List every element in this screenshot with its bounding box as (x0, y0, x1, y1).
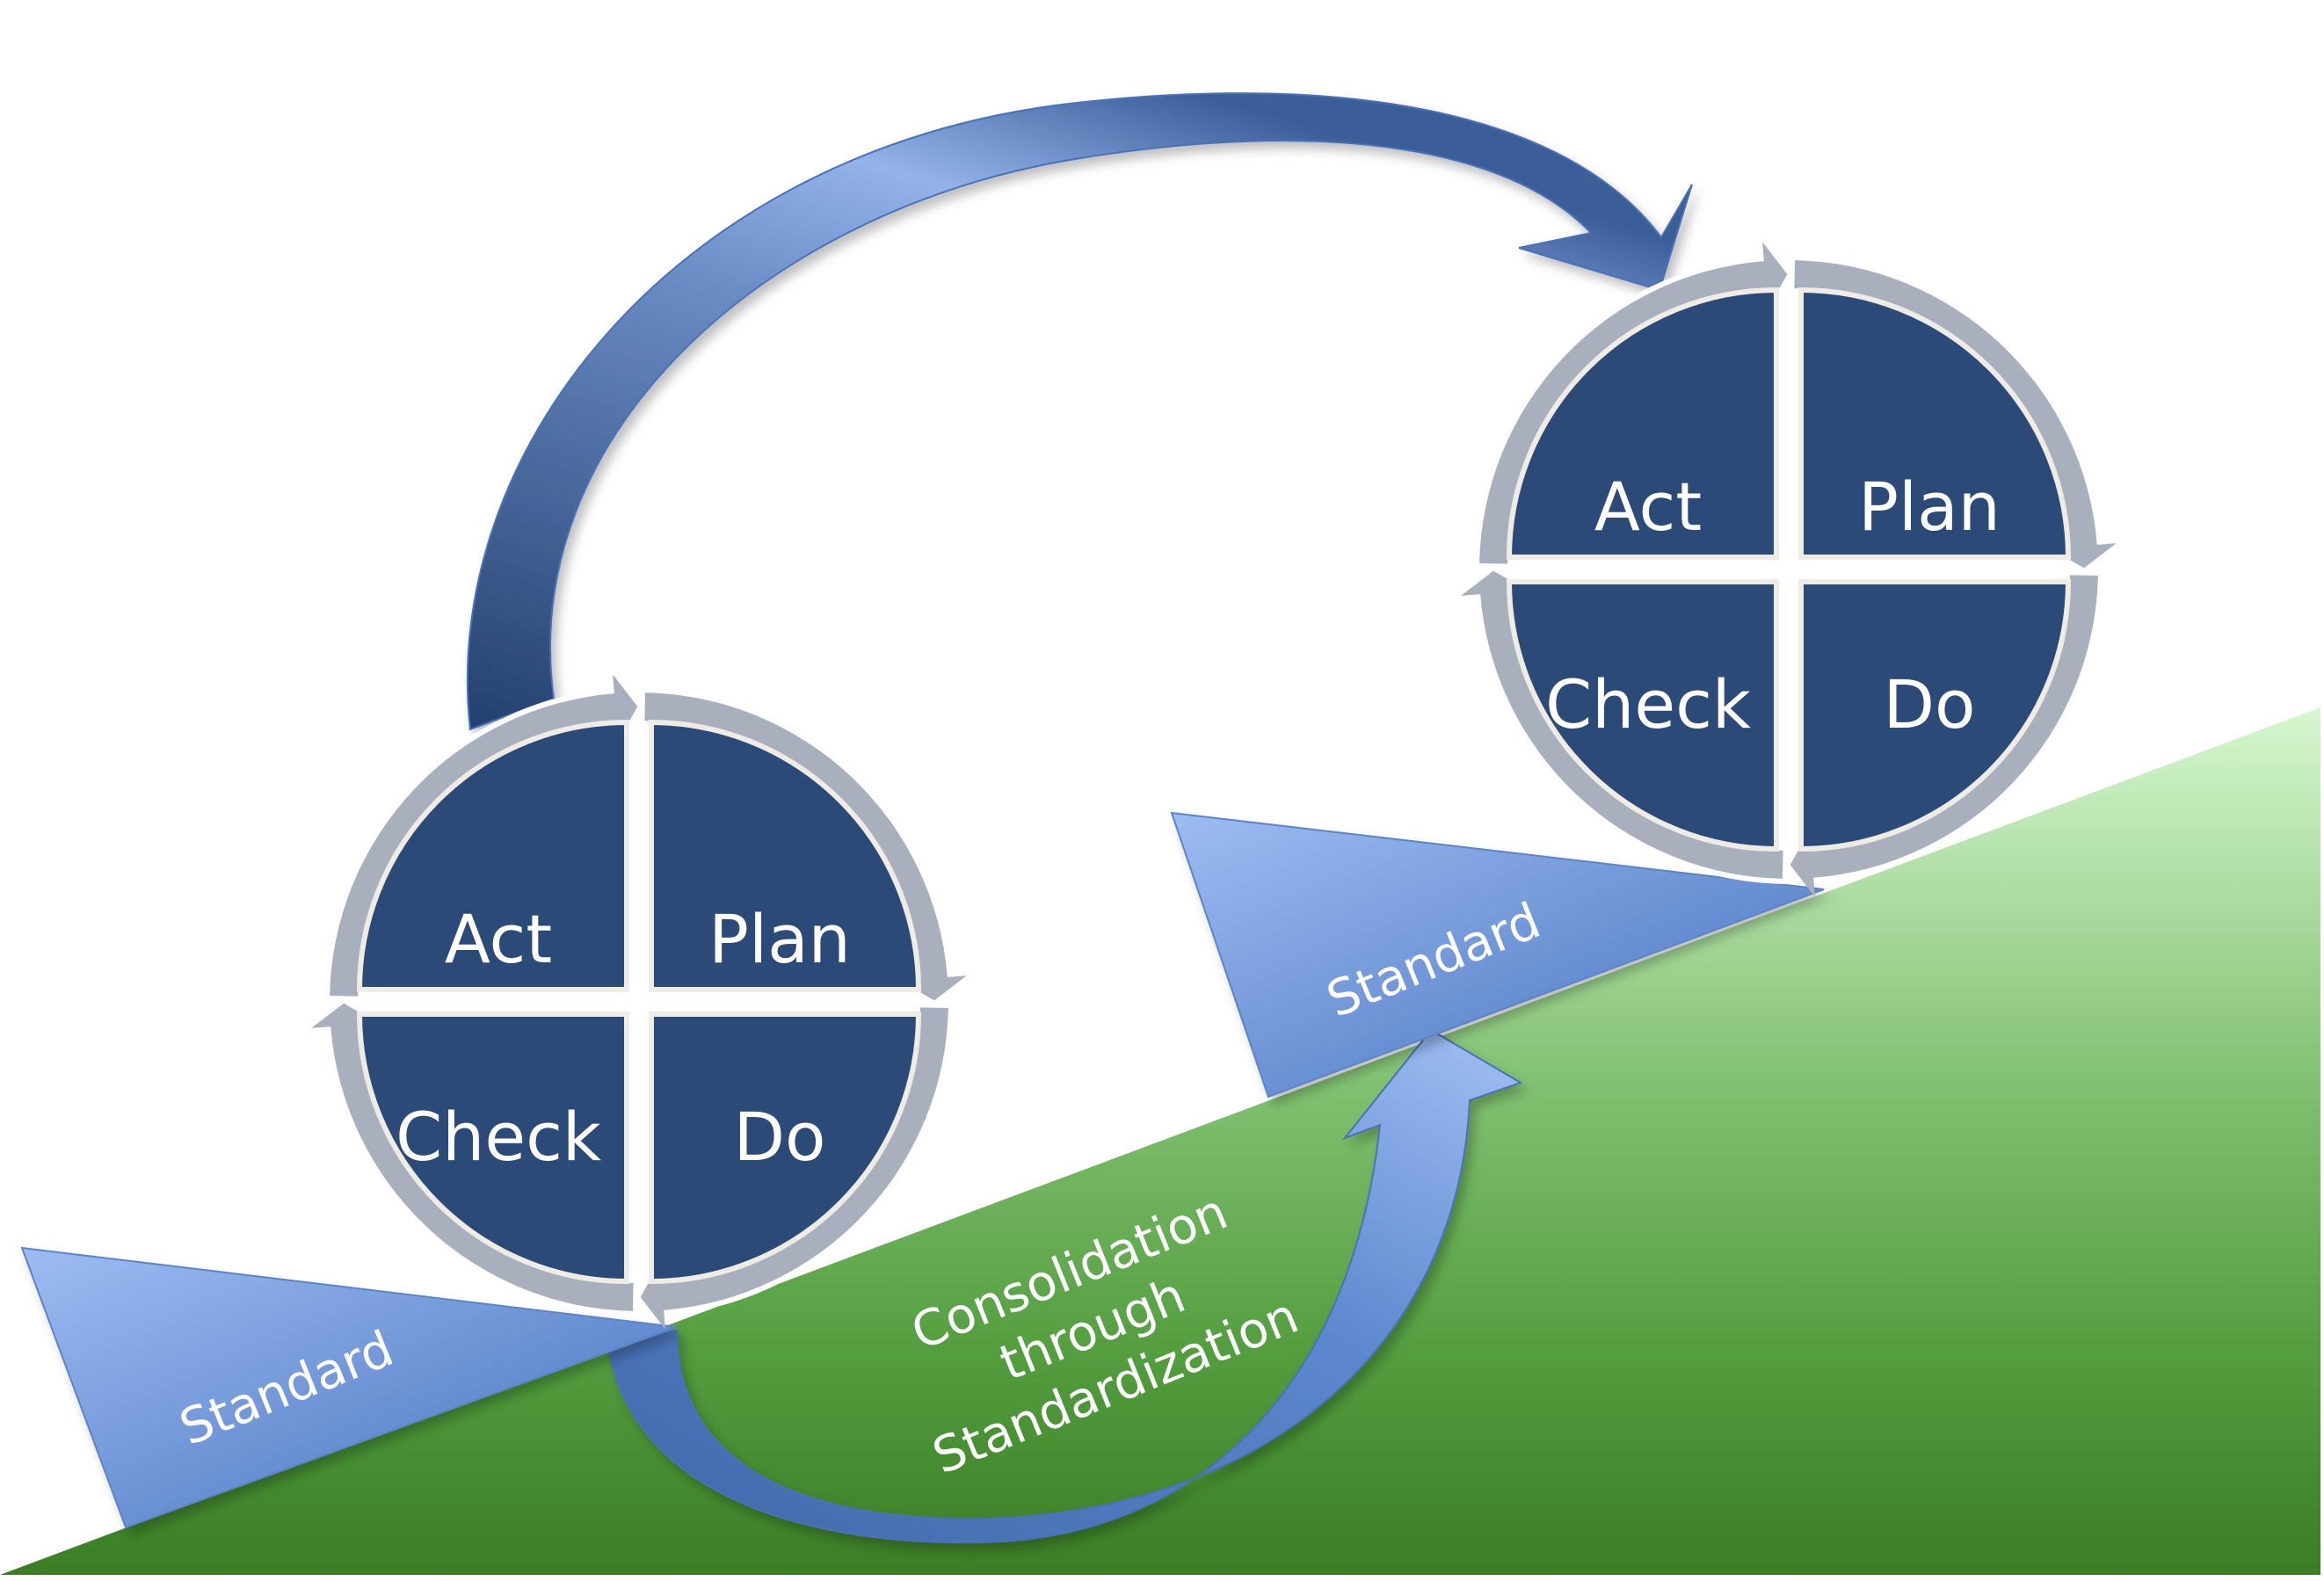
cycle-arrow-top-right (1794, 260, 2117, 569)
quadrant-label-bottom-left: Check (396, 1098, 601, 1176)
advance-arrow (466, 92, 1693, 731)
quadrant-bottom-left (1506, 579, 1779, 852)
cycle-arrow-bottom-right (1790, 575, 2098, 897)
quadrant-label-bottom-right: Do (733, 1098, 825, 1176)
quadrant-top-left (1506, 286, 1779, 560)
cycle-arrow-bottom-left (1461, 570, 1783, 879)
quadrant-top-right (1798, 286, 2072, 560)
quadrant-label-top-right: Plan (1858, 468, 2001, 546)
cycle-arrow-top-left (330, 674, 638, 997)
quadrant-bottom-right (1798, 579, 2072, 852)
standard-wedge-lower: Standard (20, 1246, 678, 1529)
cycle-backdrop (1474, 255, 2103, 884)
quadrant-top-right (649, 719, 922, 992)
quadrant-label-bottom-right: Do (1883, 665, 1975, 743)
quadrant-label-bottom-left: Check (1545, 665, 1751, 743)
cycle-arrow-bottom-left (311, 1003, 634, 1311)
quadrant-top-left (356, 719, 629, 992)
quadrant-label-top-right: Plan (708, 900, 851, 978)
quadrant-bottom-right (649, 1012, 922, 1285)
quadrant-bottom-left (356, 1012, 629, 1285)
quadrant-label-top-left: Act (1594, 468, 1702, 546)
cycle-arrow-top-left (1479, 242, 1788, 564)
cycle-arrow-bottom-right (640, 1007, 948, 1330)
standard-wedge-upper: Standard (1170, 811, 1825, 1099)
cycle-backdrop (324, 687, 954, 1316)
quadrant-label-top-left: Act (445, 900, 552, 978)
cycle-arrow-top-right (644, 693, 967, 1001)
